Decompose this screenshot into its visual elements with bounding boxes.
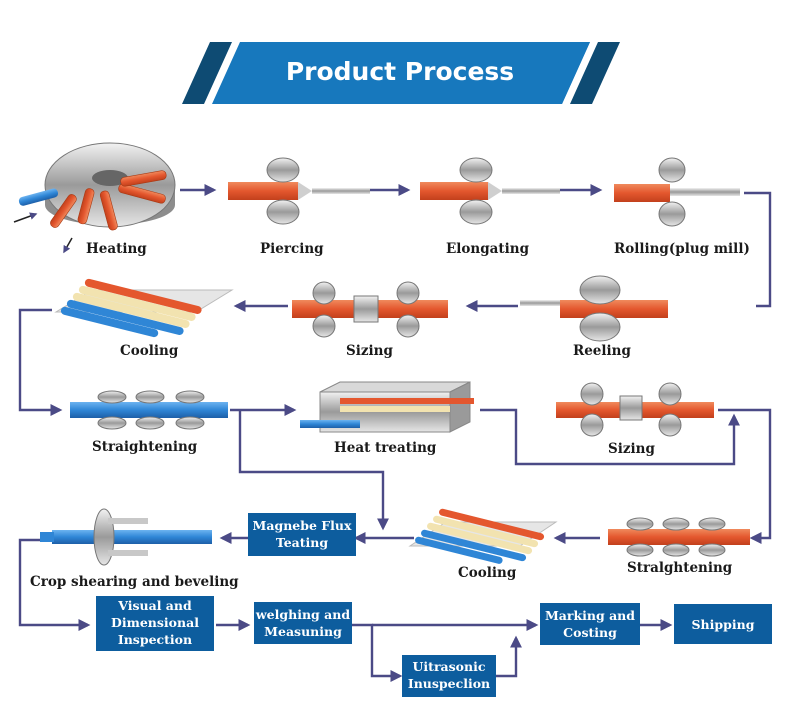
flow-connectors xyxy=(18,184,772,682)
process-box-shipping: Shipping xyxy=(674,604,772,644)
step-label-piercing: Piercing xyxy=(260,241,324,257)
box-line: Shipping xyxy=(692,617,755,632)
box-line: welghing and xyxy=(255,607,350,622)
box-line: Measuning xyxy=(264,624,342,639)
process-box-visual-inspection: Visual and Dimensional Inspection xyxy=(96,596,214,651)
step-label-elongating: Elongating xyxy=(446,241,530,257)
box-line: Marking and xyxy=(545,608,635,623)
box-line: Inspection xyxy=(118,632,192,647)
sizing-illustration-2 xyxy=(556,382,714,437)
cooling-illustration-2 xyxy=(408,508,558,564)
title-banner: Product Process xyxy=(182,42,620,104)
process-box-ultrasonic: Uitrasonic Inuspeclion xyxy=(402,655,496,697)
step-label-heat-treating: Heat treating xyxy=(334,440,437,456)
straightening-illustration-1 xyxy=(70,390,228,430)
crop-shearing-illustration xyxy=(40,508,212,566)
step-label-sizing-2: Sizing xyxy=(608,441,655,457)
process-box-marking: Marking and Costing xyxy=(540,603,640,645)
straightening-illustration-2 xyxy=(608,517,750,557)
step-label-straightening-2: Stralghtening xyxy=(627,560,733,576)
box-line: Visual and xyxy=(117,598,192,613)
box-line: Inuspeclion xyxy=(408,676,490,691)
box-line: Magnebe Flux xyxy=(253,518,352,533)
step-label-rolling: Rolling(plug mill) xyxy=(614,241,750,257)
step-label-heating: Heating xyxy=(86,241,147,257)
step-label-reeling: Reeling xyxy=(573,343,631,359)
elongating-illustration xyxy=(420,157,560,225)
rolling-illustration xyxy=(614,157,740,227)
piercing-illustration xyxy=(228,157,370,225)
step-label-straightening-1: Straightening xyxy=(92,439,198,455)
process-box-magnetic-flux: Magnebe Flux Teating xyxy=(248,513,356,556)
step-label-sizing-1: Sizing xyxy=(346,343,393,359)
step-label-crop-shearing: Crop shearing and beveling xyxy=(30,574,239,590)
box-line: Teating xyxy=(276,535,329,550)
step-label-cooling-2: Cooling xyxy=(458,565,517,581)
box-line: Costing xyxy=(563,625,617,640)
reeling-illustration xyxy=(520,275,668,342)
sizing-illustration-1 xyxy=(292,281,448,338)
page-title: Product Process xyxy=(286,57,514,86)
box-line: Uitrasonic xyxy=(413,659,486,674)
process-box-weighing: welghing and Measuning xyxy=(254,602,352,644)
box-line: Dimensional xyxy=(111,615,199,630)
cooling-illustration-1 xyxy=(54,278,234,338)
step-label-cooling-1: Cooling xyxy=(120,343,179,359)
heating-furnace-illustration xyxy=(13,142,176,254)
heat-treating-illustration xyxy=(300,381,474,433)
